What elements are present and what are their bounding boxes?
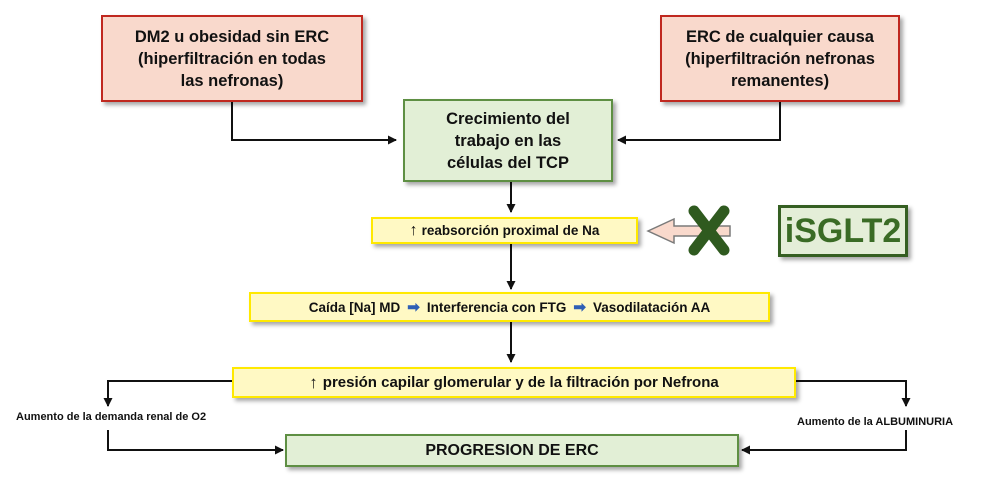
vasodilatacion-aa-label: Vasodilatación AA bbox=[592, 299, 711, 315]
isglt2-box: iSGLT2 bbox=[778, 205, 908, 257]
progresion-erc-box: PROGRESION DE ERC bbox=[285, 434, 739, 467]
erc-cualquier-causa-box: ERC de cualquier causa (hiperfiltración … bbox=[660, 15, 900, 102]
up-arrow-icon: ↑ bbox=[409, 221, 418, 239]
crecimiento-trabajo-box: Crecimiento del trabajo en las células d… bbox=[403, 99, 613, 182]
presion-capilar-label: presión capilar glomerular y de la filtr… bbox=[322, 374, 719, 391]
caida-na-box: Caída [Na] MD ➡ Interferencia con FTG ➡ … bbox=[249, 292, 770, 322]
dm2-obesidad-box: DM2 u obesidad sin ERC (hiperfiltración … bbox=[101, 15, 363, 102]
caida-na-label: Caída [Na] MD bbox=[308, 299, 401, 315]
up-arrow-icon: ↑ bbox=[309, 372, 318, 392]
reabsorcion-proximal-box: ↑ reabsorción proximal de Na bbox=[371, 217, 638, 244]
reabsorcion-label: reabsorción proximal de Na bbox=[421, 223, 600, 238]
arrow-presion-to-albuminuria bbox=[796, 380, 911, 407]
interferencia-ftg-label: Interferencia con FTG bbox=[426, 299, 567, 315]
arrow-albuminuria-to-progresion bbox=[741, 430, 907, 455]
albuminuria-label: Aumento de la ALBUMINURIA bbox=[797, 416, 954, 428]
arrow-presion-to-demanda bbox=[103, 380, 232, 407]
arrow-erc-to-crecimiento bbox=[617, 102, 781, 145]
arrow-dm2-to-crecimiento bbox=[231, 102, 397, 145]
demanda-renal-label: Aumento de la demanda renal de O2 bbox=[16, 411, 207, 423]
arrow-demanda-to-progresion bbox=[107, 430, 284, 455]
presion-capilar-box: ↑ presión capilar glomerular y de la fil… bbox=[232, 367, 796, 398]
right-arrow-icon: ➡ bbox=[573, 299, 586, 316]
inhibition-x-mark bbox=[688, 205, 730, 256]
right-arrow-icon: ➡ bbox=[407, 299, 420, 316]
inhibition-block-arrow bbox=[646, 217, 731, 245]
